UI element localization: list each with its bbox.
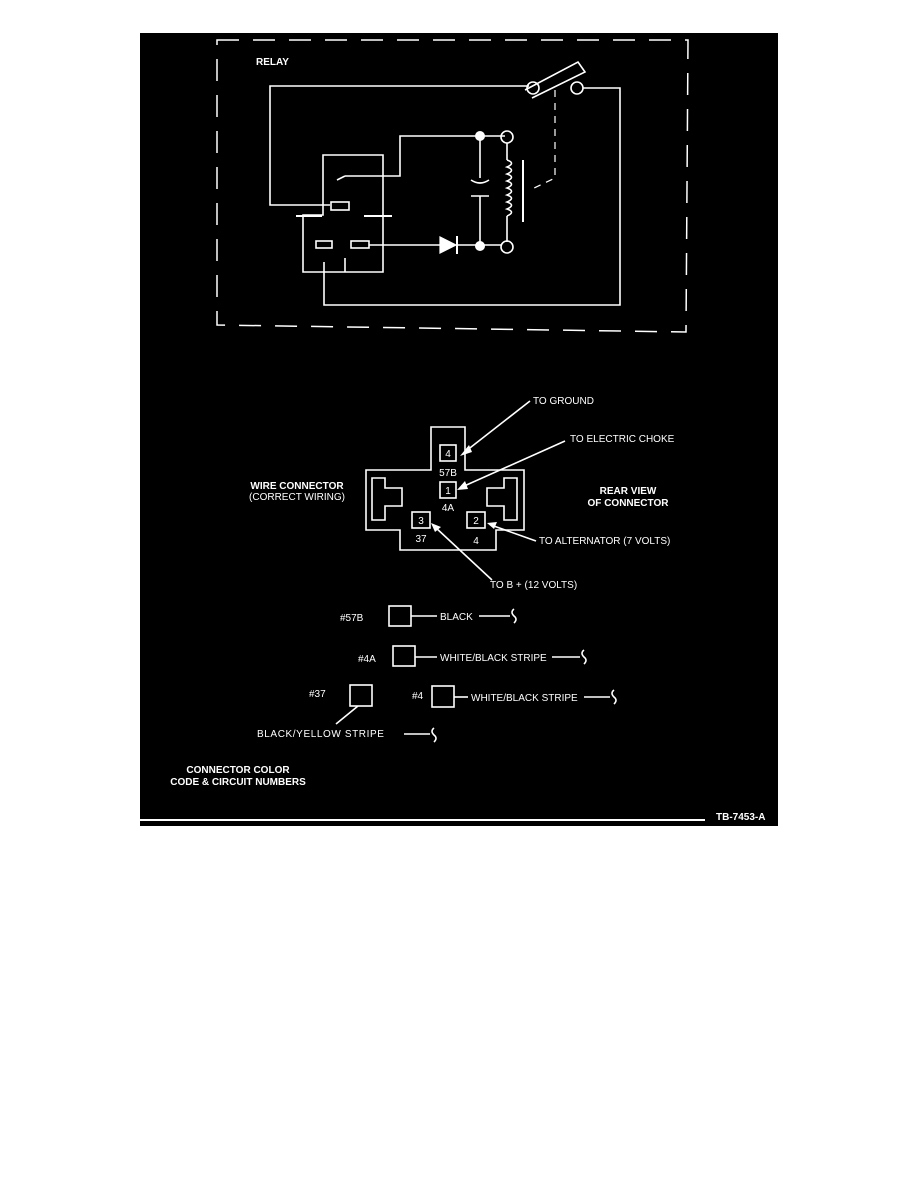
label-to-b-plus: TO B + (12 VOLTS) <box>490 580 577 591</box>
latch-left <box>371 477 403 521</box>
leader-b-plus-head <box>431 523 441 532</box>
connector-view: 4 57B 1 4A 3 37 2 4 TO GROUND TO ELECTRI… <box>249 396 675 591</box>
pin-1-circuit: 4A <box>442 503 455 514</box>
leader-alternator-head <box>487 522 497 529</box>
relay-terminal-bottom-left <box>315 240 333 249</box>
wire-right-loop <box>323 87 621 306</box>
label-wire-connector: WIRE CONNECTOR <box>250 481 344 492</box>
leader-b-plus <box>434 526 493 581</box>
relay-inner-stub <box>336 175 346 181</box>
color-code-legend: #57B BLACK #4A WHITE/BLACK STRIPE #37 BL… <box>257 605 617 743</box>
pin-3 <box>411 511 431 529</box>
code-57b-color: BLACK <box>440 612 473 623</box>
junction-bottom <box>475 241 485 251</box>
leader-choke <box>461 440 566 488</box>
code-4a-swatch <box>392 645 416 667</box>
pin-2-circuit: 4 <box>473 536 479 547</box>
label-rear-view: REAR VIEW <box>600 486 657 497</box>
wire-top-loop <box>269 85 529 206</box>
code-37-circuit: #37 <box>309 689 326 700</box>
leader-alternator <box>490 524 537 542</box>
caption-line-2: CODE & CIRCUIT NUMBERS <box>170 777 306 788</box>
code-4a-circuit: #4A <box>358 654 376 665</box>
code-37-color: BLACK/YELLOW STRIPE <box>257 729 385 740</box>
code-37-tail <box>404 727 437 743</box>
pin-4-circuit: 57B <box>439 468 457 479</box>
pin-3-number: 3 <box>418 516 424 527</box>
leader-ground-head <box>460 445 472 456</box>
figure-id: TB-7453-A <box>716 812 765 823</box>
pin-4-number: 4 <box>445 449 451 460</box>
code-4-tail <box>584 689 617 705</box>
latch-right <box>486 477 518 521</box>
label-correct-wiring: (CORRECT WIRING) <box>249 492 345 503</box>
relay-enclosure <box>216 39 689 333</box>
code-37-leader <box>335 705 359 725</box>
capacitor-plate-top <box>470 179 490 184</box>
diode-symbol <box>439 236 458 254</box>
relay-terminal-top <box>330 201 350 211</box>
code-4-color: WHITE/BLACK STRIPE <box>471 693 578 704</box>
switch-arm <box>524 60 587 99</box>
pin-1 <box>439 481 457 499</box>
relay-title: RELAY <box>256 57 289 68</box>
code-4a-color: WHITE/BLACK STRIPE <box>440 653 547 664</box>
code-57b-tail <box>479 608 517 624</box>
caption-line-1: CONNECTOR COLOR <box>186 765 290 776</box>
leader-ground <box>465 400 531 452</box>
coil-winding <box>504 159 513 217</box>
coil-terminal-bottom <box>500 240 514 254</box>
code-4-circuit: #4 <box>412 691 424 702</box>
pin-2-number: 2 <box>473 516 479 527</box>
wire-to-coil-top <box>345 135 505 177</box>
code-37-swatch <box>349 684 373 707</box>
label-of-connector: OF CONNECTOR <box>588 498 670 509</box>
connector-outline <box>365 426 525 551</box>
black-background <box>140 33 778 826</box>
leader-choke-head <box>457 481 468 490</box>
code-4a-tail <box>552 649 587 665</box>
pin-1-number: 1 <box>445 486 451 497</box>
pin-2 <box>466 511 486 529</box>
relay-schematic: RELAY <box>216 39 689 333</box>
pin-3-circuit: 37 <box>415 534 427 545</box>
label-to-alternator: TO ALTERNATOR (7 VOLTS) <box>539 536 670 547</box>
switch-contact-left <box>526 81 540 95</box>
label-to-electric-choke: TO ELECTRIC CHOKE <box>570 434 675 445</box>
code-57b-circuit: #57B <box>340 613 364 624</box>
label-to-ground: TO GROUND <box>533 396 594 407</box>
armature-linkage <box>529 90 556 191</box>
pin-4 <box>439 444 457 462</box>
